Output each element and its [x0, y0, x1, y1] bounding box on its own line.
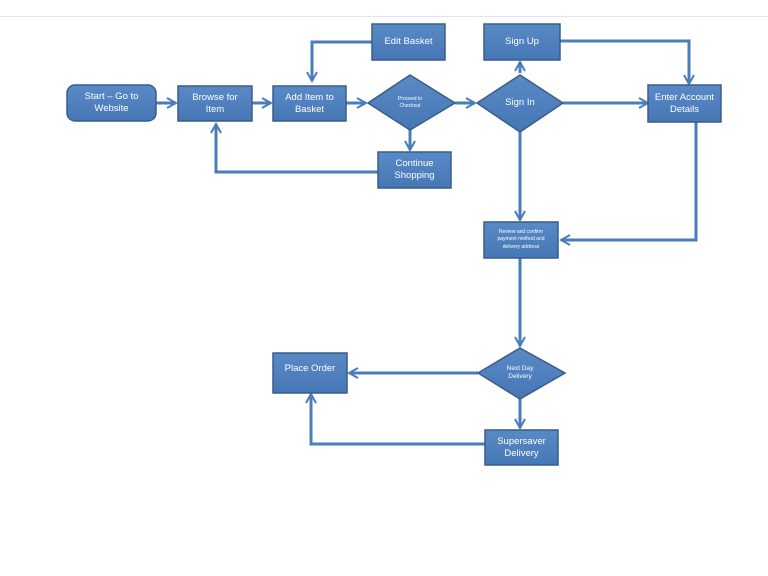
arrow-supersaver-to-placeorder: [311, 394, 485, 446]
continue-shopping-box: [377, 151, 452, 189]
sign-up-box: [483, 23, 561, 61]
next-day-decision: [476, 347, 567, 400]
add-item-box: [272, 85, 347, 122]
top-divider: [0, 16, 768, 17]
review-confirm-box: [483, 221, 559, 259]
browse-box: [177, 85, 253, 122]
arrow-continue-to-browse: [216, 124, 378, 174]
arrow-signup-to-enter: [560, 39, 689, 84]
edit-basket-box: [371, 23, 446, 61]
enter-account-box: [647, 84, 722, 123]
proceed-checkout-decision: [366, 74, 457, 131]
arrow-edit-to-add: [312, 40, 372, 81]
place-order-box: [272, 352, 348, 394]
arrow-enter-to-review: [561, 122, 698, 240]
sign-in-decision: [475, 74, 565, 133]
start-terminal: [66, 84, 157, 122]
supersaver-box: [484, 429, 559, 466]
